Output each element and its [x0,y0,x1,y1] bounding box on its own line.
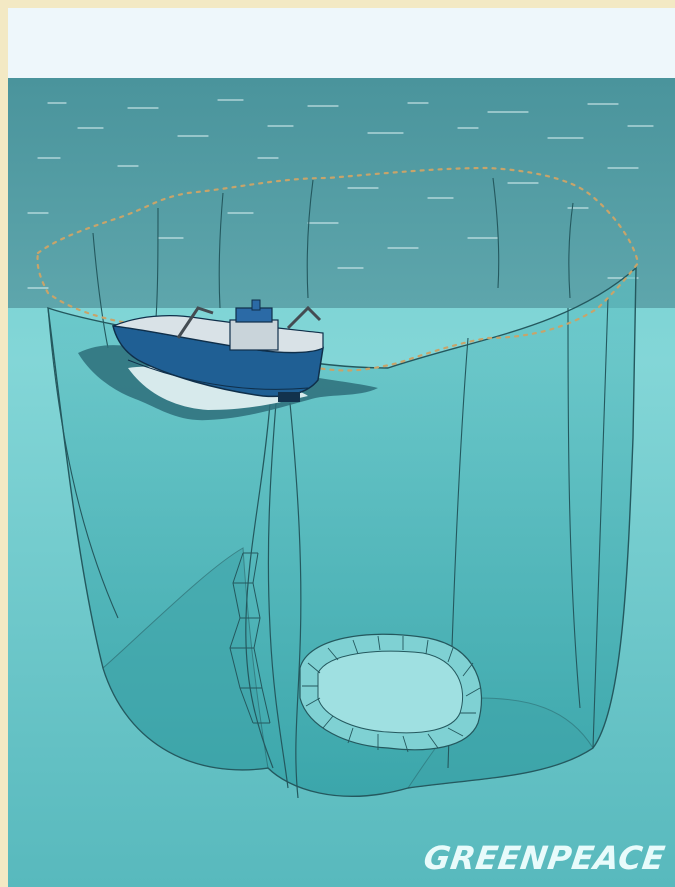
purse-seine-illustration [8,8,675,887]
sky [8,8,675,78]
sea-surface [8,78,675,308]
boat-keel [278,392,300,402]
boat-stack [252,300,260,310]
boat-cabin [230,320,278,350]
greenpeace-logo: GREENPEACE [421,839,667,877]
